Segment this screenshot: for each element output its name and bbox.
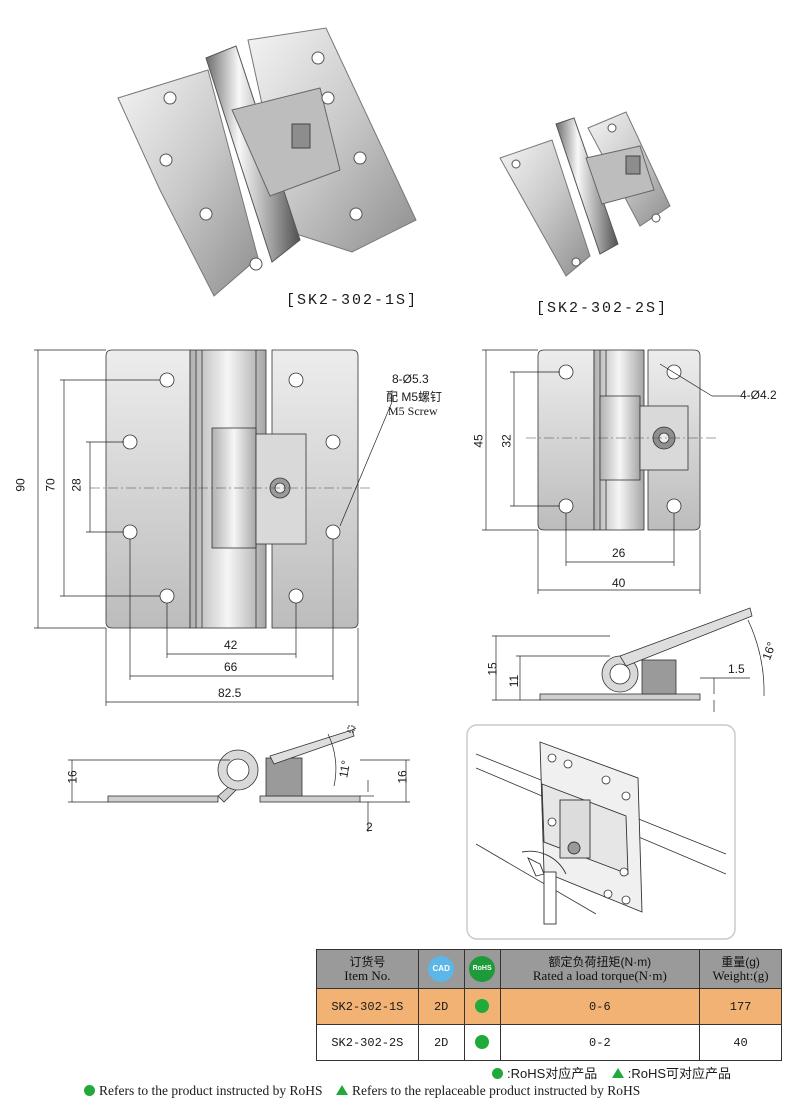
small-side-drawing [492, 607, 765, 712]
replaceable-triangle-icon [611, 1068, 624, 1078]
col-weight-cn: 重量(g) [721, 955, 760, 969]
legend-en: Refers to the product instructed by RoHS… [84, 1083, 640, 1099]
screw-note-en: M5 Screw [388, 404, 438, 418]
cell-item: SK2-302-2S [316, 1024, 419, 1061]
rohs-dot-icon [475, 1035, 490, 1050]
replaceable-triangle-icon [335, 1085, 348, 1095]
hole-note-large: 8-Ø5.3 [392, 372, 429, 386]
dim-66: 66 [224, 660, 238, 674]
dim-82-5: 82.5 [218, 686, 242, 700]
dim-16-left: 16 [65, 770, 80, 784]
large-side-drawing [68, 725, 410, 832]
small-hinge-caption: [SK2-302-2S] [536, 300, 669, 317]
legend-en-rohs: Refers to the product instructed by RoHS [99, 1083, 323, 1098]
legend-cn-rohs: :RoHS对应产品 [507, 1066, 598, 1081]
dim-26: 26 [612, 546, 626, 560]
rohs-dot-icon [492, 1068, 503, 1079]
rohs-dot-icon [475, 999, 490, 1014]
legend-cn: :RoHS对应产品 :RoHS可对应产品 [492, 1063, 731, 1082]
dim-45: 45 [471, 434, 486, 448]
col-weight-en: Weight:(g) [712, 968, 769, 983]
col-torque: 额定负荷扭矩(N·m) Rated a load torque(N·m) [499, 949, 701, 989]
cell-torque: 0-2 [499, 1024, 701, 1061]
cell-rohs [463, 988, 501, 1025]
dim-42: 42 [224, 638, 238, 652]
legend-en-replace: Refers to the replaceable product instru… [351, 1083, 641, 1098]
cell-item: SK2-302-1S [316, 988, 419, 1025]
large-front-drawing [34, 349, 393, 706]
dim-28: 28 [69, 478, 84, 492]
dim-11: 11 [507, 674, 522, 688]
spec-table: 订货号 Item No. CAD RoHS 额定负荷扭矩(N·m) Rated … [316, 949, 782, 1061]
col-rohs: RoHS [463, 949, 501, 989]
angle-11: 11° [336, 759, 354, 779]
dim-90: 90 [13, 478, 28, 492]
col-item-no: 订货号 Item No. [316, 949, 419, 989]
col-cad: CAD [417, 949, 465, 989]
dim-32: 32 [499, 434, 514, 448]
col-weight: 重量(g) Weight:(g) [699, 949, 782, 989]
cell-weight: 177 [699, 988, 782, 1025]
dim-1-5: 1.5 [728, 662, 745, 676]
cad-icon: CAD [428, 956, 455, 982]
small-hinge-photo [499, 111, 671, 277]
dim-70: 70 [43, 478, 58, 492]
product-photos [117, 27, 671, 297]
col-torque-en: Rated a load torque(N·m) [532, 968, 667, 983]
dim-40: 40 [612, 576, 626, 590]
cell-weight: 40 [699, 1024, 782, 1061]
cell-cad: 2D [417, 1024, 465, 1061]
dim-16-right: 16 [395, 770, 410, 784]
dim-2: 2 [366, 820, 373, 834]
hole-note-small: 4-Ø4.2 [740, 388, 777, 402]
screw-note-cn: 配 M5螺钉 [386, 390, 443, 404]
cell-cad: 2D [417, 988, 465, 1025]
legend-cn-replace: :RoHS可对应产品 [627, 1066, 732, 1081]
col-torque-cn: 额定负荷扭矩(N·m) [548, 955, 652, 969]
large-hinge-photo [117, 27, 417, 297]
cell-torque: 0-6 [499, 988, 701, 1025]
rohs-icon: RoHS [469, 956, 496, 982]
small-front-drawing [482, 349, 740, 594]
installation-illustration [466, 724, 736, 940]
col-item-no-en: Item No. [344, 968, 391, 983]
col-item-no-cn: 订货号 [349, 955, 386, 969]
large-hinge-caption: [SK2-302-1S] [286, 292, 419, 309]
dim-15: 15 [485, 662, 500, 676]
table-row: SK2-302-1S 2D 0-6 177 [316, 988, 782, 1025]
table-row: SK2-302-2S 2D 0-2 40 [316, 1024, 782, 1061]
cell-rohs [463, 1024, 501, 1061]
rohs-dot-icon [84, 1085, 95, 1096]
